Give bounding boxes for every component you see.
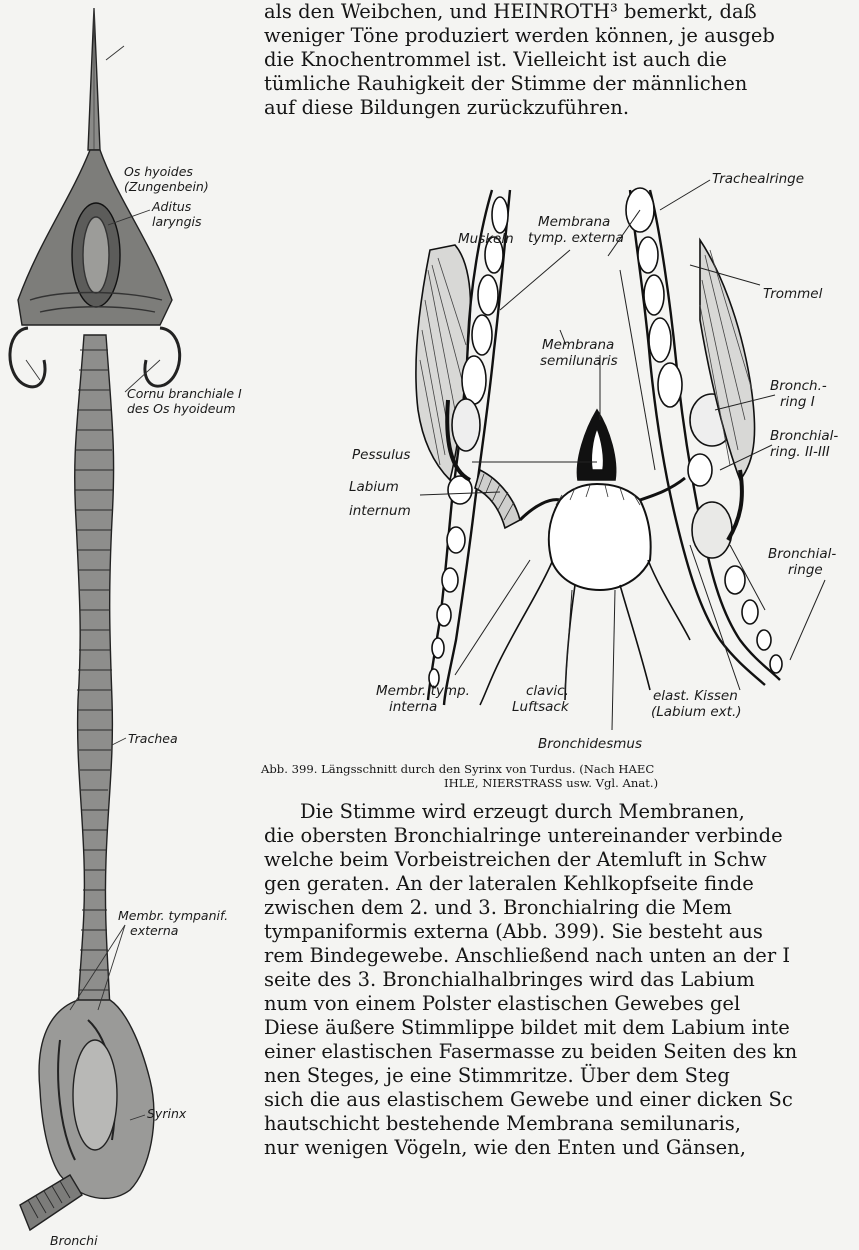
- text-line: die Knochentrommel ist. Vielleicht ist a…: [264, 48, 859, 72]
- label-pessulus: Pessulus: [352, 447, 410, 463]
- text-line: Die Stimme wird erzeugt durch Membranen,: [264, 800, 859, 824]
- text-line: tümliche Rauhigkeit der Stimme der männl…: [264, 72, 859, 96]
- label-trommel: Trommel: [763, 286, 822, 302]
- figure-caption: Abb. 399. Längsschnitt durch den Syrinx …: [261, 762, 859, 790]
- text-line: num von einem Polster elastischen Gewebe…: [264, 992, 859, 1016]
- caption-line: IHLE, NIERSTRASS usw. Vgl. Anat.): [261, 776, 859, 790]
- label-membr-tymp-interna: Membr. tymp. interna: [376, 683, 470, 715]
- label-bronchialringe: Bronchial- ringe: [768, 546, 836, 578]
- text-line: rem Bindegewebe. Anschließend nach unten…: [264, 944, 859, 968]
- label-os-hyoides: Os hyoides (Zungenbein): [124, 164, 209, 194]
- label-bronchial-ring-2-3: Bronchial- ring. II-III: [770, 428, 838, 460]
- label-aditus-laryngis: Aditus laryngis: [152, 199, 202, 229]
- label-muskeln: Muskeln: [458, 231, 514, 247]
- text-line: nur wenigen Vögeln, wie den Enten und Gä…: [264, 1136, 859, 1160]
- text-line: tympaniformis externa (Abb. 399). Sie be…: [264, 920, 859, 944]
- text-line: die obersten Bronchialringe untereinande…: [264, 824, 859, 848]
- label-trachea: Trachea: [128, 731, 178, 746]
- label-membrana-tymp-externa: Membrana tymp. externa: [528, 214, 624, 246]
- text-line: welche beim Vorbeistreichen der Atemluft…: [264, 848, 859, 872]
- label-bronch-ring-1: Bronch.- ring I: [770, 378, 827, 410]
- label-syrinx: Syrinx: [147, 1106, 186, 1121]
- text-line: einer elastischen Fasermasse zu beiden S…: [264, 1040, 859, 1064]
- text-line: zwischen dem 2. und 3. Bronchialring die…: [264, 896, 859, 920]
- label-clavic-luftsack: clavic. Luftsack: [512, 683, 569, 715]
- text-line: als den Weibchen, und HEINROTH³ bemerkt,…: [264, 0, 859, 24]
- label-bronchi: Bronchi: [50, 1233, 98, 1248]
- caption-line: Abb. 399. Längsschnitt durch den Syrinx …: [261, 762, 859, 776]
- text-line: weniger Töne produziert werden können, j…: [264, 24, 859, 48]
- label-cornu-branchiale: Cornu branchiale I des Os hyoideum: [127, 386, 242, 416]
- text-line: seite des 3. Bronchialhalbringes wird da…: [264, 968, 859, 992]
- text-line: Diese äußere Stimmlippe bildet mit dem L…: [264, 1016, 859, 1040]
- top-paragraph: als den Weibchen, und HEINROTH³ bemerkt,…: [264, 0, 859, 120]
- text-line: nen Steges, je eine Stimmritze. Über dem…: [264, 1064, 859, 1088]
- text-line: auf diese Bildungen zurückzuführen.: [264, 96, 859, 120]
- label-bronchidesmus: Bronchidesmus: [538, 736, 642, 752]
- label-trachealringe: Trachealringe: [712, 171, 804, 187]
- label-membrana-semilunaris: Membrana semilunaris: [540, 337, 618, 369]
- text-line: sich die aus elastischem Gewebe und eine…: [264, 1088, 859, 1112]
- body-paragraph: Die Stimme wird erzeugt durch Membranen,…: [264, 800, 859, 1160]
- label-labium-internum: Labium internum: [349, 475, 411, 523]
- label-elast-kissen: elast. Kissen (Labium ext.): [651, 688, 742, 720]
- label-membr-tympanif-externa: Membr. tympanif. externa: [118, 908, 228, 938]
- syrinx-section-illustration: [416, 180, 825, 730]
- text-line: hautschicht bestehende Membrana semiluna…: [264, 1112, 859, 1136]
- text-line: gen geraten. An der lateralen Kehlkopfse…: [264, 872, 859, 896]
